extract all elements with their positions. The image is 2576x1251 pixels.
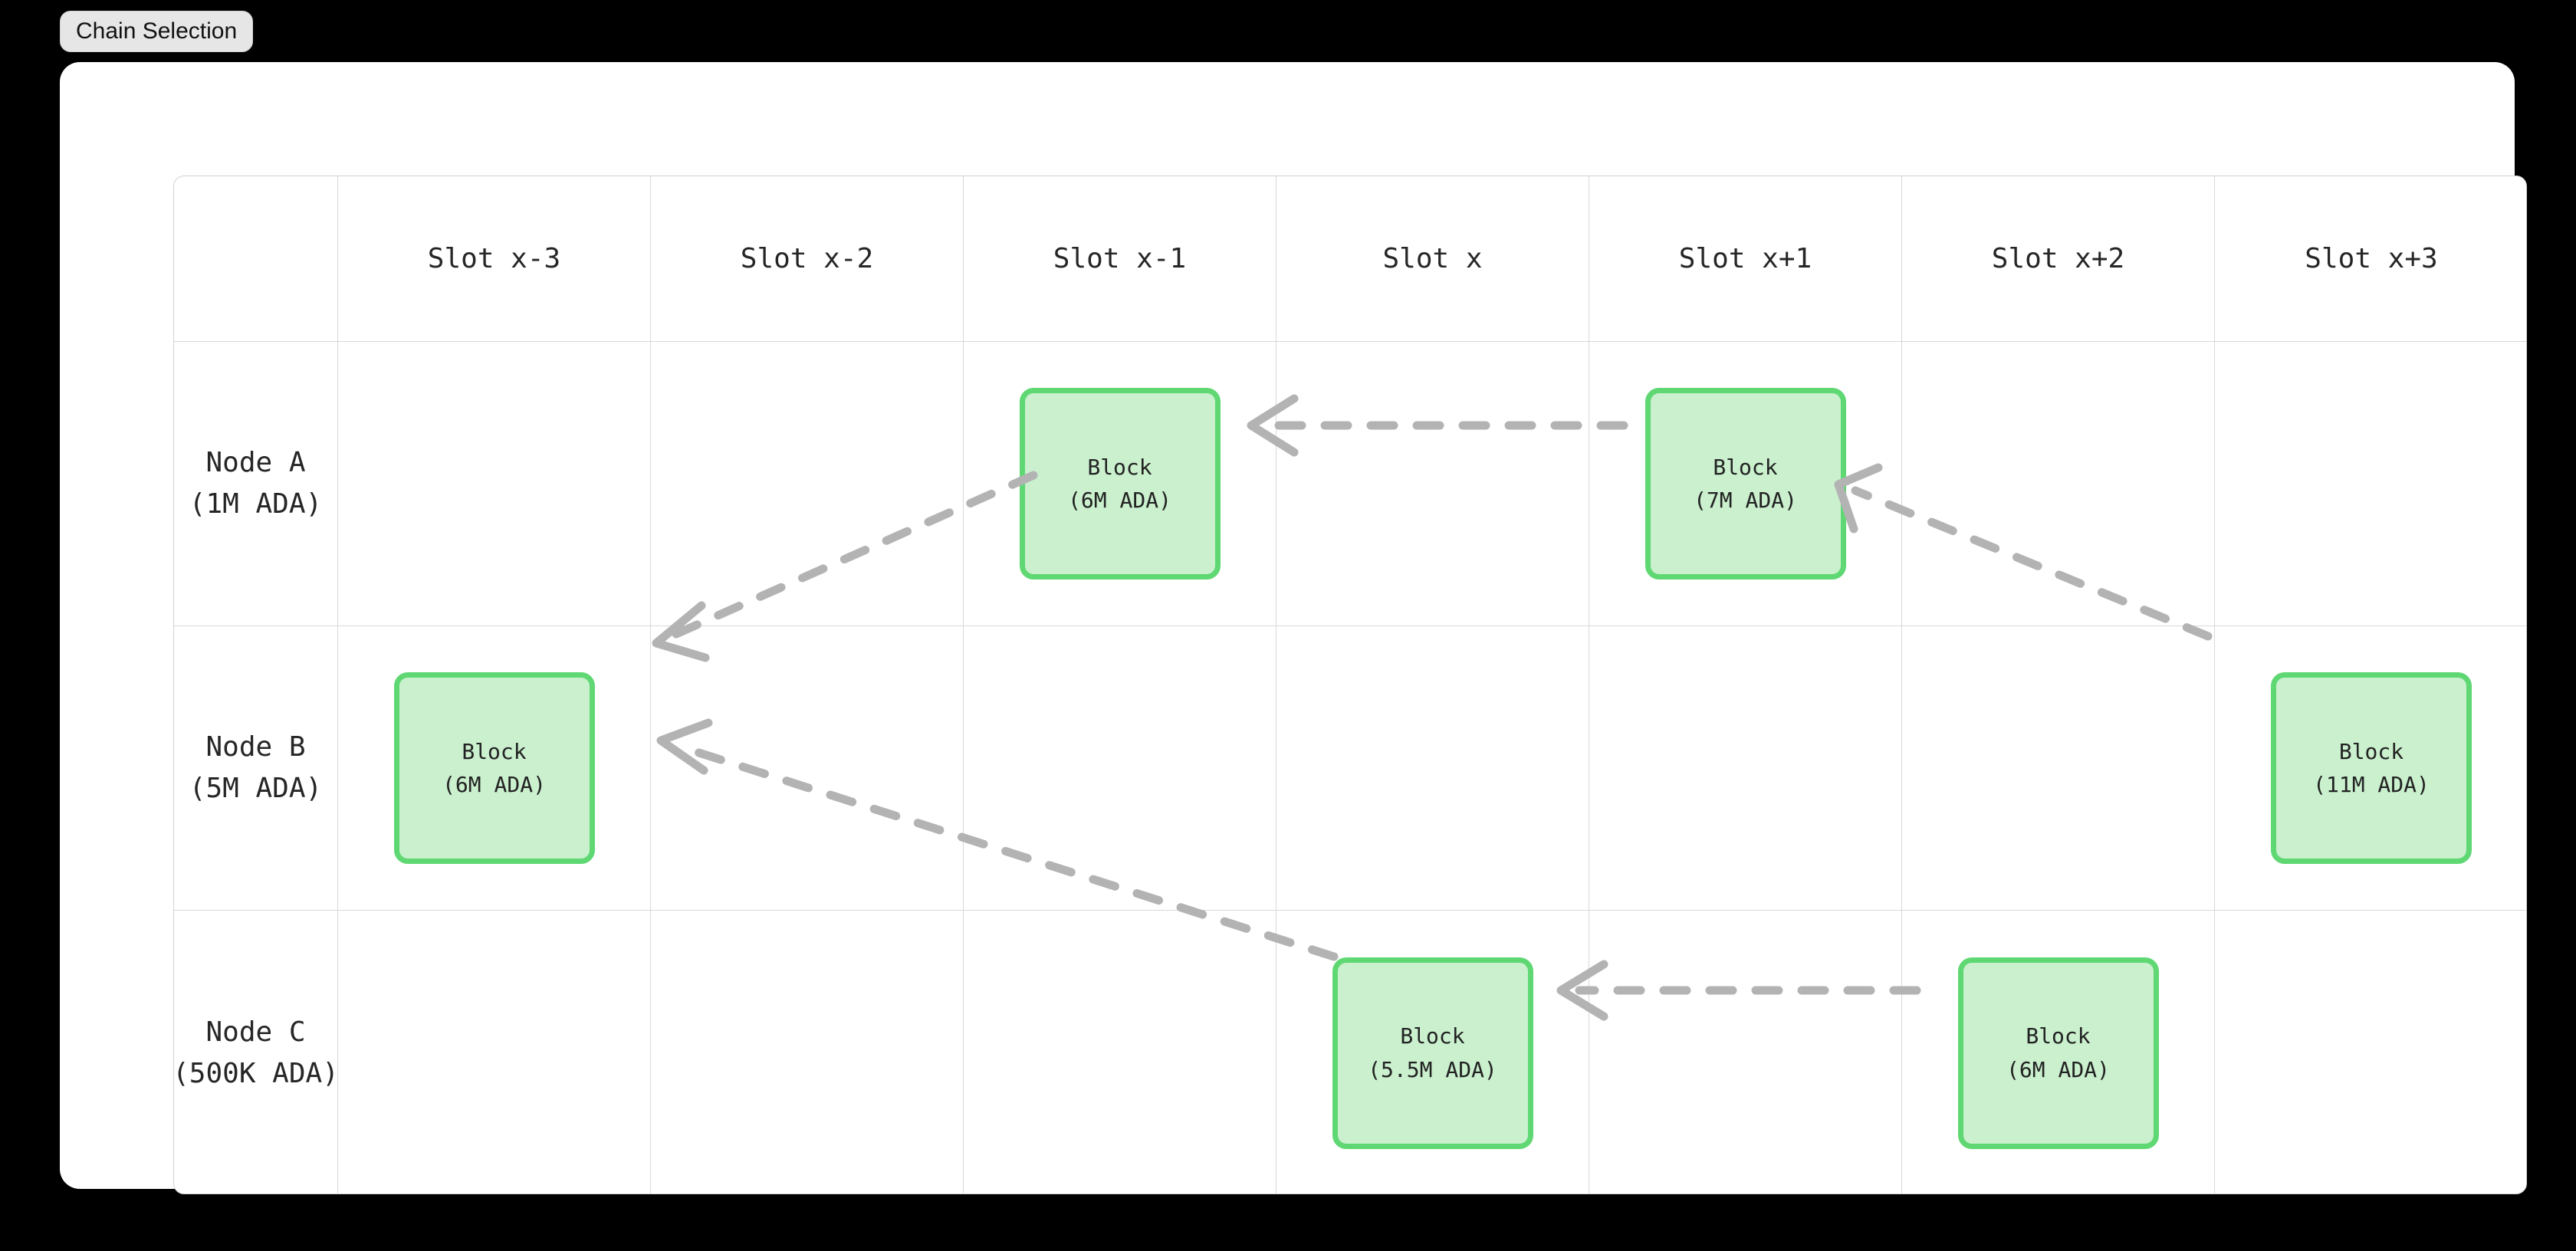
cell-b-4 <box>1589 626 1902 911</box>
cell-b-1 <box>651 626 964 911</box>
chain-selection-title-badge: Chain Selection <box>60 11 254 52</box>
slot-header-label: Slot x <box>1382 243 1483 274</box>
cell-c-1 <box>651 911 964 1194</box>
block-title: Block <box>462 738 527 764</box>
cell-c-0 <box>338 911 651 1194</box>
block-node-a-slot-x-1[interactable]: Block (6M ADA) <box>1019 388 1221 580</box>
node-stake: (500K ADA) <box>173 1057 339 1089</box>
cell-a-3 <box>1276 342 1589 626</box>
slot-header-label: Slot x-1 <box>1053 243 1187 274</box>
block-node-b-slot-x-plus-3[interactable]: Block (11M ADA) <box>2271 672 2472 864</box>
cell-c-4 <box>1589 911 1902 1194</box>
slot-header-cell-1: Slot x-2 <box>651 176 964 342</box>
node-name: Node A <box>205 447 306 478</box>
cell-a-0 <box>338 342 651 626</box>
block-title: Block <box>1400 1023 1465 1049</box>
block-title: Block <box>1713 454 1778 480</box>
grid-corner-cell <box>174 176 338 342</box>
cell-b-2 <box>964 626 1276 911</box>
block-node-a-slot-x-plus-1[interactable]: Block (7M ADA) <box>1644 388 1846 580</box>
cell-c-2 <box>964 911 1276 1194</box>
node-label-cell-c: Node C (500K ADA) <box>173 911 339 1194</box>
block-title: Block <box>2338 738 2404 764</box>
cell-b-3 <box>1276 626 1589 911</box>
slot-header-label: Slot x-3 <box>427 243 561 274</box>
node-stake: (5M ADA) <box>189 773 323 804</box>
node-name: Node B <box>205 731 306 763</box>
cell-b-0: Block (6M ADA) <box>338 626 651 911</box>
node-label: Node B (5M ADA) <box>189 727 322 809</box>
cell-a-2: Block (6M ADA) <box>964 342 1276 626</box>
block-stake: (6M ADA) <box>2006 1056 2110 1082</box>
slot-header-cell-6: Slot x+3 <box>2215 176 2526 342</box>
slot-header-cell-5: Slot x+2 <box>1902 176 2215 342</box>
slot-header-label: Slot x+1 <box>1678 243 1812 274</box>
slot-header-cell-3: Slot x <box>1276 176 1589 342</box>
slot-header-label: Slot x-2 <box>740 243 874 274</box>
node-stake: (1M ADA) <box>189 488 323 520</box>
block-node-c-slot-x[interactable]: Block (5.5M ADA) <box>1332 957 1533 1149</box>
block-node-c-slot-x-plus-2[interactable]: Block (6M ADA) <box>1957 957 2159 1149</box>
cell-b-5 <box>1902 626 2215 911</box>
block-stake: (5.5M ADA) <box>1368 1056 1497 1082</box>
node-name: Node C <box>205 1016 306 1048</box>
block-title: Block <box>2026 1023 2091 1049</box>
block-stake: (11M ADA) <box>2313 772 2430 797</box>
cell-b-6: Block (11M ADA) <box>2215 626 2526 911</box>
slot-header-label: Slot x+2 <box>1991 243 2125 274</box>
slot-header-label: Slot x+3 <box>2305 243 2438 274</box>
cell-c-6 <box>2215 911 2526 1194</box>
block-stake: (6M ADA) <box>442 772 546 797</box>
cell-a-1 <box>651 342 964 626</box>
block-title: Block <box>1087 454 1152 480</box>
block-stake: (6M ADA) <box>1068 488 1171 513</box>
block-stake: (7M ADA) <box>1694 488 1797 513</box>
node-label-cell-b: Node B (5M ADA) <box>174 626 338 911</box>
diagram-card: Slot x-3 Slot x-2 Slot x-1 Slot x Slot x… <box>60 62 2527 1194</box>
chain-selection-grid: Slot x-3 Slot x-2 Slot x-1 Slot x Slot x… <box>173 176 2527 1194</box>
slot-header-cell-2: Slot x-1 <box>964 176 1276 342</box>
node-label: Node C (500K ADA) <box>173 1012 339 1095</box>
cell-c-3: Block (5.5M ADA) <box>1276 911 1589 1194</box>
cell-a-5 <box>1902 342 2215 626</box>
slot-header-cell-4: Slot x+1 <box>1589 176 1902 342</box>
cell-a-6 <box>2215 342 2526 626</box>
node-label-cell-a: Node A (1M ADA) <box>174 342 338 626</box>
cell-c-5: Block (6M ADA) <box>1902 911 2215 1194</box>
node-label: Node A (1M ADA) <box>189 442 322 525</box>
cell-a-4: Block (7M ADA) <box>1589 342 1902 626</box>
block-node-b-slot-x-3[interactable]: Block (6M ADA) <box>393 672 595 864</box>
slot-header-cell-0: Slot x-3 <box>338 176 651 342</box>
